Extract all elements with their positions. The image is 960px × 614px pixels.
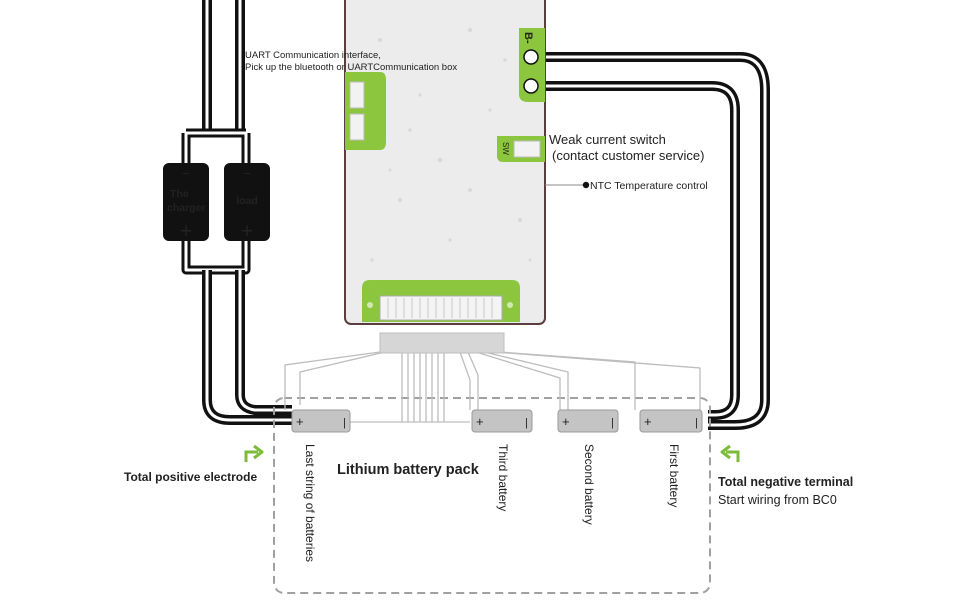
battery-label-last-string: Last string of batteries: [303, 444, 317, 562]
charger-plus-icon: +: [180, 218, 193, 243]
sw-label: SW: [501, 142, 510, 155]
b-minus-connector: B-: [519, 28, 545, 102]
load: − load +: [224, 163, 270, 243]
battery-plus-icon: +: [644, 414, 652, 429]
balance-connector: [379, 332, 505, 354]
uart-label-line1: UART Communication interface,: [245, 50, 381, 61]
battery-plus-icon: +: [562, 414, 570, 429]
battery-third: + |: [471, 409, 533, 433]
balance-header: [362, 280, 520, 322]
charger-minus-icon: −: [182, 165, 190, 181]
b-minus-label: B-: [522, 32, 534, 44]
battery-minus-icon: |: [695, 417, 698, 429]
uart-connector: [345, 72, 386, 150]
battery-label-second: Second battery: [582, 444, 596, 525]
battery-label-first: First battery: [667, 444, 681, 507]
load-plus-icon: +: [241, 218, 254, 243]
uart-label-line2: Pick up the bluetooth or UARTCommunicati…: [245, 62, 457, 73]
sw-connector: SW: [497, 136, 545, 162]
total-positive-label: Total positive electrode: [124, 470, 257, 484]
charger-label-line2: charger: [167, 202, 206, 214]
battery-minus-icon: |: [611, 417, 614, 429]
ntc-label: NTC Temperature control: [590, 180, 708, 192]
battery-pack-enclosure: [273, 397, 711, 594]
battery-plus-icon: +: [296, 414, 304, 429]
battery-minus-icon: |: [343, 417, 346, 429]
battery-second: + |: [557, 409, 619, 433]
lithium-pack-label: Lithium battery pack: [337, 462, 480, 478]
total-negative-label: Total negative terminal: [718, 475, 853, 489]
load-minus-icon: −: [243, 165, 251, 181]
bms-board: B- SW: [344, 0, 546, 325]
battery-label-third: Third battery: [496, 444, 510, 511]
balance-sense-wires: [284, 351, 701, 423]
negative-arrow-icon: [720, 444, 740, 462]
weak-switch-label-line2: (contact customer service): [552, 148, 704, 163]
battery-first: + |: [639, 409, 703, 433]
charger-label-line1: The: [170, 188, 189, 200]
ntc-probe-icon: [582, 181, 590, 189]
charger: − The charger +: [163, 163, 209, 243]
battery-last-string: + |: [291, 409, 351, 433]
weak-switch-label-line1: Weak current switch: [549, 132, 666, 147]
total-negative-sublabel: Start wiring from BC0: [718, 493, 837, 507]
battery-minus-icon: |: [525, 417, 528, 429]
load-label: load: [236, 195, 258, 207]
battery-plus-icon: +: [476, 414, 484, 429]
positive-arrow-icon: [244, 444, 264, 462]
